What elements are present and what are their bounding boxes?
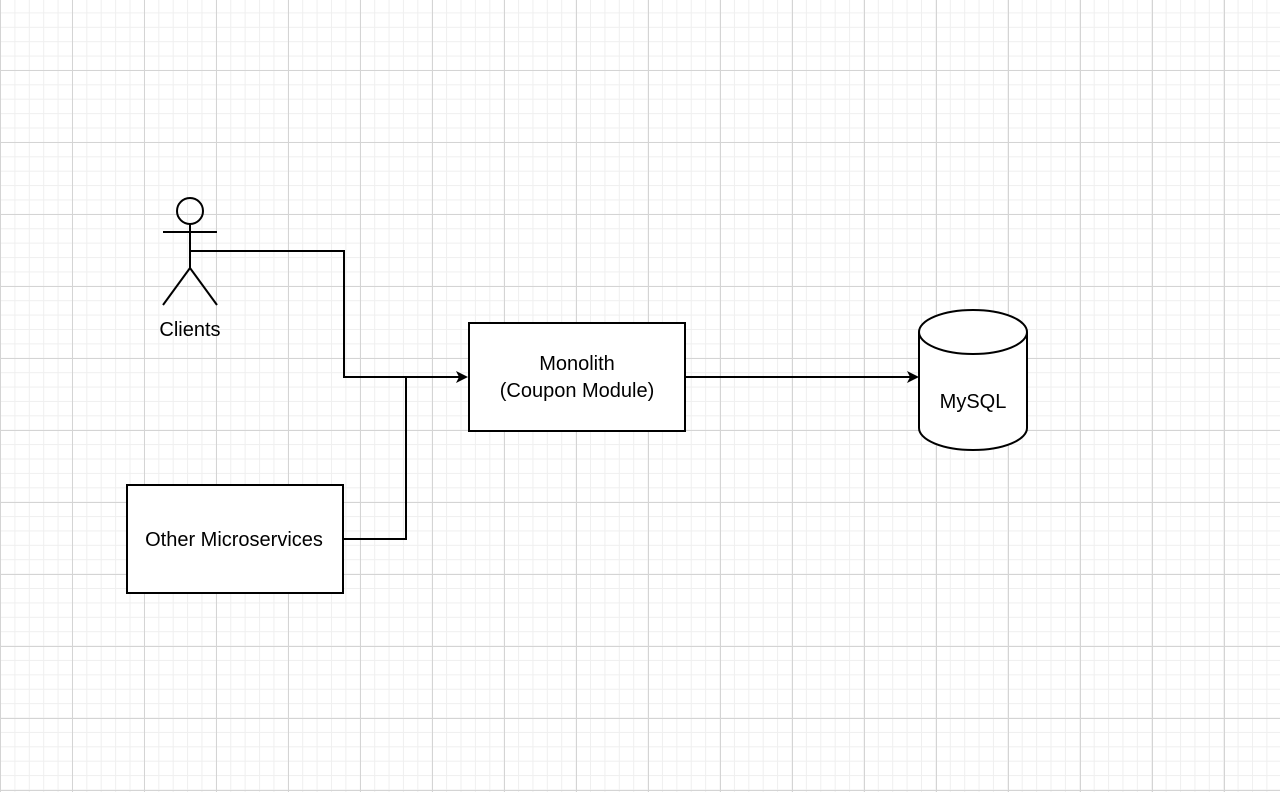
actor-left-leg <box>162 267 191 306</box>
actor-right-leg <box>189 267 218 306</box>
other-microservices-label: Other Microservices <box>145 529 323 551</box>
clients-label: Clients <box>159 319 220 341</box>
cylinder-top <box>918 309 1028 355</box>
actor-head <box>176 197 204 225</box>
mysql-label: MySQL <box>940 391 1007 413</box>
monolith-label-line2: (Coupon Module) <box>500 380 655 402</box>
edge-clients-to-monolith[interactable] <box>190 250 468 383</box>
other-microservices-box[interactable] <box>126 484 344 594</box>
monolith-box[interactable] <box>468 322 686 432</box>
clients-actor[interactable] <box>162 197 218 306</box>
connectors <box>190 250 919 540</box>
edge-other-microservices-to-monolith[interactable] <box>344 377 407 540</box>
cylinder-body <box>918 332 1028 451</box>
mysql-database-icon[interactable] <box>918 309 1028 451</box>
monolith-label-line1: Monolith <box>539 353 615 375</box>
